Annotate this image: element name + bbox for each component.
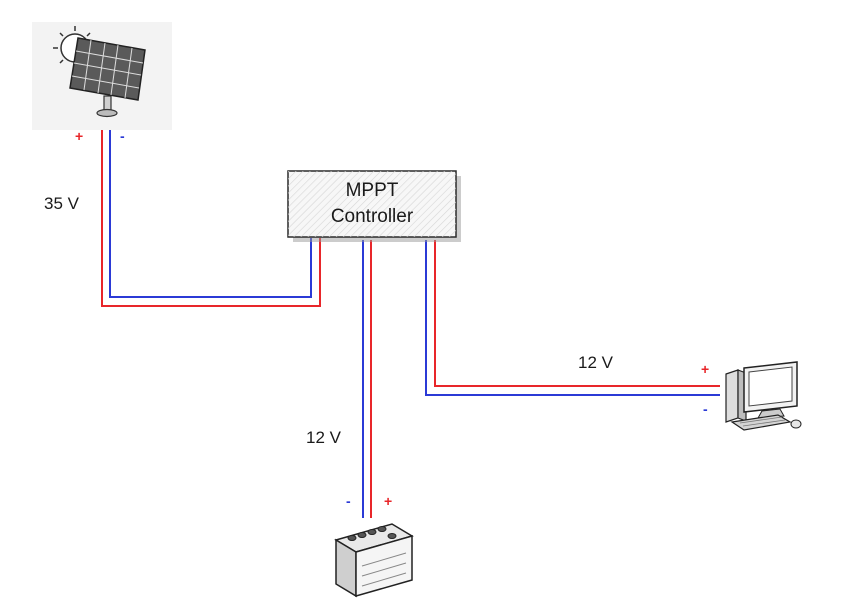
- load-wires: [425, 240, 720, 396]
- panel-positive-wire: [101, 130, 321, 307]
- load-plus-sign: +: [701, 361, 709, 377]
- panel-negative-wire: [109, 130, 312, 298]
- battery-icon: [334, 523, 414, 598]
- panel-plus-sign: +: [75, 128, 83, 144]
- mppt-controller: MPPT Controller: [287, 170, 461, 242]
- load-minus-sign: -: [703, 401, 708, 417]
- panel-voltage-label: 35 V: [44, 194, 80, 213]
- load-voltage-label: 12 V: [578, 353, 614, 372]
- controller-label-line1: MPPT: [346, 180, 399, 201]
- battery-plus-sign: +: [384, 493, 392, 509]
- panel-wires: [101, 130, 321, 307]
- solar-panel-icon: [32, 22, 172, 130]
- controller-hatch: [288, 171, 456, 237]
- battery-minus-sign: -: [346, 493, 351, 509]
- battery-wires: [362, 240, 372, 518]
- controller-label-line2: Controller: [331, 206, 414, 227]
- battery-voltage-label: 12 V: [306, 428, 342, 447]
- computer-icon: [725, 361, 802, 431]
- panel-minus-sign: -: [120, 128, 125, 144]
- load-positive-wire: [434, 240, 720, 387]
- load-negative-wire: [425, 240, 720, 396]
